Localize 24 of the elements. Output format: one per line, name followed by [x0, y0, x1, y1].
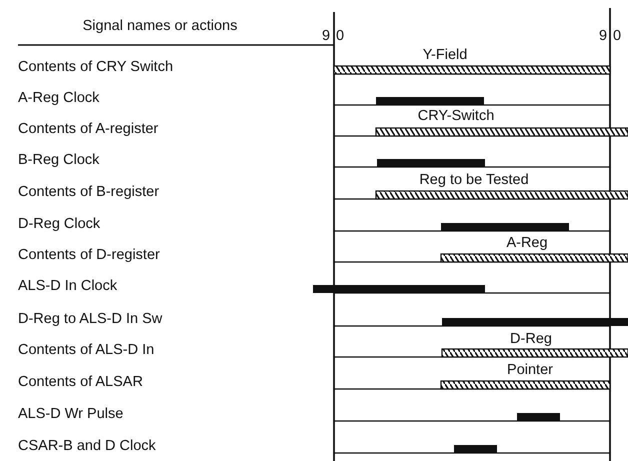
signal-name: ALS-D In Clock — [18, 278, 118, 294]
signal-name: Contents of ALS-D In — [18, 342, 154, 358]
tick-label: 9 — [322, 28, 330, 44]
signal-name: Contents of ALSAR — [18, 374, 143, 390]
signal-name: B-Reg Clock — [18, 152, 100, 168]
tick-label: 9 — [598, 28, 608, 44]
signal-name: CSAR-B and D Clock — [18, 438, 156, 454]
bus-value-label: A-Reg — [506, 236, 548, 250]
tick-label: 0 — [336, 28, 344, 44]
signal-name: Contents of A-register — [18, 122, 158, 136]
bus-value-label: Pointer — [507, 362, 553, 378]
bus-value-label: D-Reg — [510, 332, 552, 346]
signal-name: Contents of CRY Switch — [18, 60, 174, 74]
signal-name: A-Reg Clock — [18, 90, 100, 106]
signal-name: D-Reg to ALS-D In Sw — [18, 312, 162, 326]
signal-name: Contents of B-register — [18, 184, 160, 200]
bus-value-label: CRY-Switch — [418, 108, 494, 124]
signal-name: D-Reg Clock — [18, 216, 100, 232]
bus-value-label: Y-Field — [422, 48, 468, 62]
header-text: Signal names or actions — [82, 18, 238, 34]
signal-name: Contents of D-register — [18, 248, 160, 262]
bus-value-label: Reg to be Tested — [419, 172, 529, 188]
tick-label: 0 — [612, 28, 622, 44]
signal-name: ALS-D Wr Pulse — [18, 406, 124, 422]
